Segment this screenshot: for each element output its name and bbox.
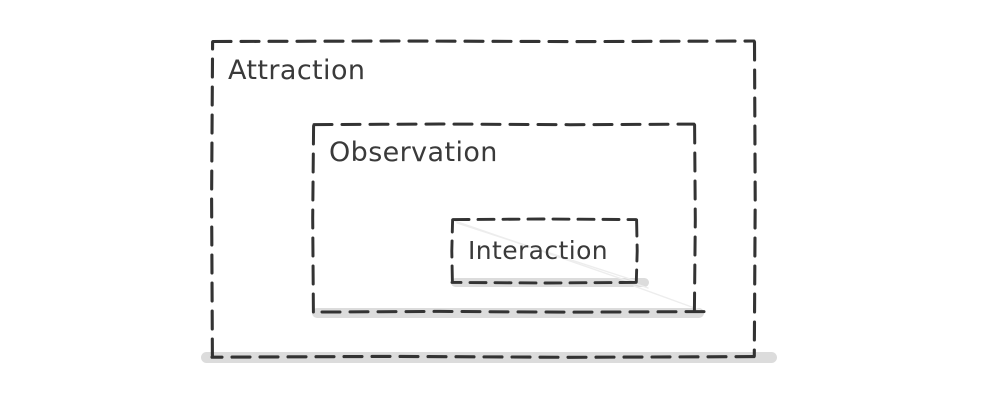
- sketch-guide-lines: [454, 220, 701, 311]
- observation-edge-top: [312, 122, 696, 127]
- attraction-edge-bottom: [210, 354, 756, 359]
- observation-edge-bottom: [311, 309, 706, 314]
- interaction-edge-right: [634, 218, 639, 284]
- interaction-edge-top: [451, 217, 638, 222]
- shadow-group: [201, 278, 777, 363]
- attraction-edge-top: [211, 39, 756, 44]
- observation-edge-right: [692, 123, 697, 313]
- attraction-edge-left: [210, 40, 215, 359]
- observation-box[interactable]: [311, 122, 706, 314]
- observation-edge-left: [311, 123, 316, 314]
- interaction-box[interactable]: [450, 217, 639, 285]
- attraction-edge-right: [752, 40, 757, 358]
- interaction-edge-bottom: [450, 280, 638, 285]
- attraction-label: Attraction: [228, 55, 366, 86]
- observation-label: Observation: [329, 137, 498, 168]
- interaction-edge-left: [450, 218, 455, 284]
- interaction-label: Interaction: [468, 236, 609, 265]
- attraction-box[interactable]: [210, 39, 757, 359]
